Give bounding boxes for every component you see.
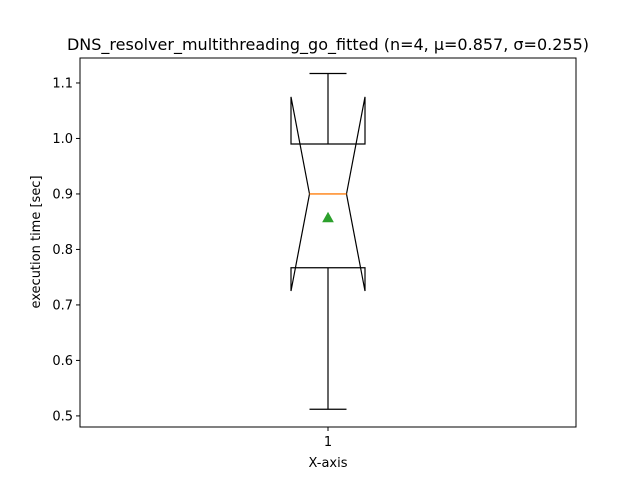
y-tick-label: 0.6 (52, 354, 73, 369)
y-tick-label: 1.1 (52, 76, 73, 91)
chart-title: DNS_resolver_multithreading_go_fitted (n… (67, 35, 589, 55)
y-axis-label: execution time [sec] (29, 175, 44, 308)
y-tick-label: 0.7 (52, 298, 73, 313)
x-axis-ticks: 1 (324, 427, 332, 450)
plot-layer (290, 72, 366, 410)
mean-marker (322, 211, 334, 223)
y-tick-label: 0.9 (52, 187, 73, 202)
x-axis-label: X-axis (309, 456, 348, 471)
box-body (290, 96, 366, 292)
y-axis-ticks: 0.5 0.6 0.7 0.8 0.9 1.0 1.1 (52, 76, 80, 424)
y-tick-label: 0.5 (52, 409, 73, 424)
x-tick-label: 1 (324, 435, 332, 450)
y-tick-label: 0.8 (52, 243, 73, 258)
y-tick-label: 1.0 (52, 132, 73, 147)
